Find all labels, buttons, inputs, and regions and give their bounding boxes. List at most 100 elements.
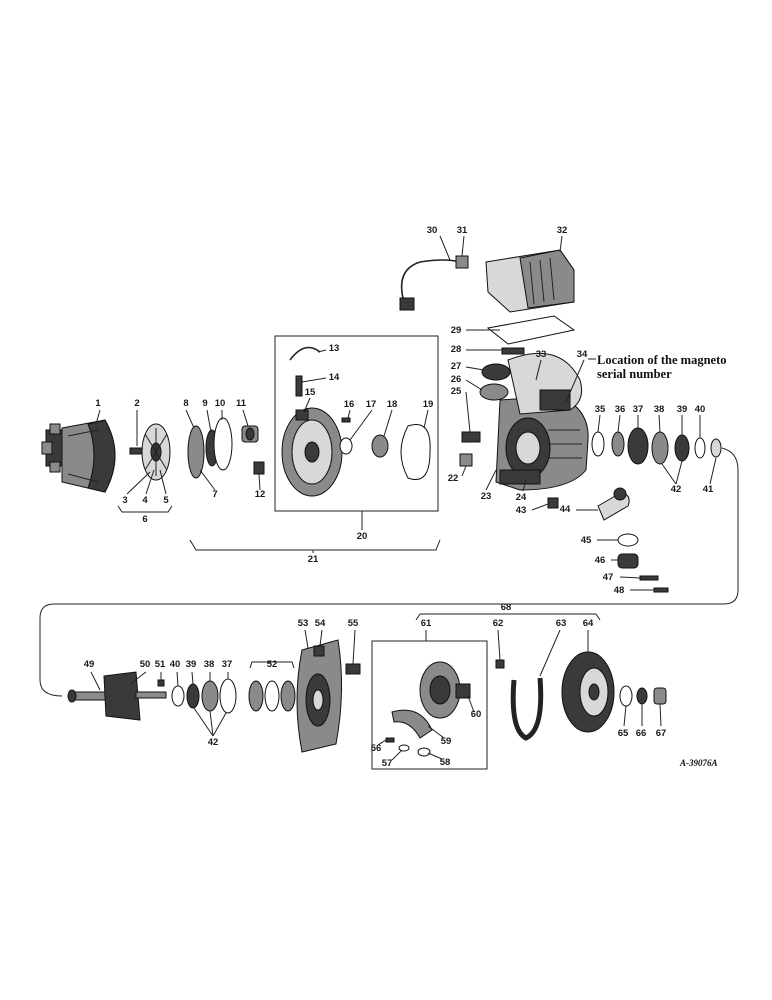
part-label-13: 13 [329,343,340,354]
part-label-63: 63 [556,618,567,629]
part-22 [459,453,473,467]
part-distributor-cap [41,419,116,493]
part-washer-36 [611,431,625,457]
part-label-18: 18 [387,399,398,410]
serial-note-line2: serial number [597,367,672,381]
part-40-lower [171,685,185,707]
part-66 [636,687,648,705]
part-label-57: 57 [382,758,393,769]
part-label-64: 64 [583,618,594,629]
part-62 [495,659,505,669]
part-seal-52c [280,680,296,712]
part-screw-16 [341,417,351,423]
part-label-7: 7 [212,489,217,500]
part-breaker-plate [281,407,343,497]
part-label-10: 10 [215,398,226,409]
part-27 [481,363,511,381]
drawing-reference: A-39076A [679,758,718,768]
part-label-17: 17 [366,399,377,410]
part-label-68: 68 [501,602,512,613]
part-bushing-18 [371,434,389,458]
part-label-54: 54 [315,618,326,629]
part-label-35: 35 [595,404,606,415]
part-65 [619,685,633,707]
part-label-27: 27 [451,361,462,372]
part-label-47: 47 [603,572,614,583]
part-label-38: 38 [204,659,215,670]
part-bearing-38 [651,431,669,465]
serial-note-line1: Location of the magneto [597,353,727,367]
part-label-32: 32 [557,225,568,236]
part-label-42: 42 [671,484,682,495]
part-label-16: 16 [344,399,355,410]
part-39-lower [186,683,200,709]
part-label-22: 22 [448,473,459,484]
part-label-50: 50 [140,659,151,670]
part-40 [694,437,706,459]
part-gasket-19 [400,424,431,480]
part-label-61: 61 [421,618,432,629]
part-label-25: 25 [451,386,462,397]
part-label-39: 39 [186,659,197,670]
part-seal-52b [264,680,280,712]
part-label-40: 40 [170,659,181,670]
part-label-67: 67 [656,728,667,739]
part-45 [617,533,639,547]
part-38-lower [201,680,219,712]
part-connector-31 [455,255,469,269]
part-label-33: 33 [536,349,547,360]
part-nut-11 [241,425,259,443]
part-label-46: 46 [595,555,606,566]
part-label-37: 37 [633,404,644,415]
part-label-65: 65 [618,728,629,739]
part-label-28: 28 [451,344,462,355]
part-gasket-29 [486,315,576,345]
part-screw-47 [639,575,659,581]
part-label-42: 42 [208,737,219,748]
part-57 [398,744,410,752]
part-cup-64 [561,651,615,733]
part-label-21: 21 [308,554,319,565]
part-rotor-shaft [67,671,167,721]
part-label-49: 49 [84,659,95,670]
part-label-15: 15 [305,387,316,398]
part-label-34: 34 [577,349,588,360]
part-coil-44 [597,487,630,521]
part-label-40: 40 [695,404,706,415]
part-label-24: 24 [516,492,527,503]
part-gasket-10 [213,417,233,471]
part-label-29: 29 [451,325,462,336]
part-pin-28 [501,347,525,355]
part-58 [417,747,431,757]
part-label-2: 2 [134,398,139,409]
part-plate [187,425,205,479]
part-label-8: 8 [183,398,188,409]
part-label-62: 62 [493,618,504,629]
part-label-6: 6 [142,514,147,525]
part-label-3: 3 [122,495,127,506]
part-label-66: 66 [636,728,647,739]
part-label-12: 12 [255,489,266,500]
part-label-11: 11 [236,398,247,409]
part-label-19: 19 [423,399,434,410]
part-56 [385,737,395,743]
part-label-60: 60 [471,709,482,720]
part-label-20: 20 [357,531,368,542]
part-washer-35 [591,431,605,457]
part-label-26: 26 [451,374,462,385]
part-label-51: 51 [155,659,166,670]
part-label-5: 5 [163,495,169,506]
part-terminal-30 [399,297,415,311]
part-screw-48 [653,587,669,593]
part-label-56: 56 [371,743,382,754]
part-39 [674,434,690,462]
part-label-1: 1 [95,398,101,409]
leader-lines [39,235,739,761]
part-label-58: 58 [440,757,451,768]
part-label-43: 43 [516,505,527,516]
group-box-61 [371,640,488,770]
part-46 [617,553,639,569]
part-label-37: 37 [222,659,233,670]
